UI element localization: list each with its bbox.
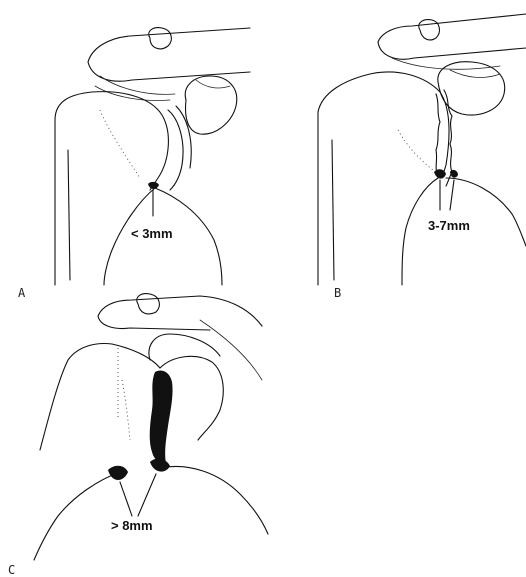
panel-a: < 3mm A	[18, 28, 250, 300]
panel-c-measurement: > 8mm	[111, 518, 153, 533]
panel-c: > 8mm C	[8, 294, 268, 577]
panel-c-clavicle	[98, 296, 262, 330]
panel-b: 3-7mm B	[318, 14, 526, 300]
panel-c-acromion	[137, 294, 160, 314]
panel-b-glenoid	[446, 178, 526, 246]
panel-b-acromion	[419, 20, 440, 40]
panel-b-coracoid	[438, 62, 505, 115]
panel-c-coracoid	[149, 334, 220, 360]
panel-a-clavicle	[88, 28, 250, 81]
panel-c-glenoid	[160, 466, 268, 534]
panel-b-measurement: 3-7mm	[428, 218, 470, 233]
panel-a-label: A	[18, 286, 26, 300]
panel-c-label: C	[8, 563, 15, 577]
panel-b-humeral-head	[318, 72, 449, 285]
panel-a-measurement: < 3mm	[131, 226, 173, 241]
panel-a-coracoid	[185, 76, 237, 134]
panel-b-label: B	[334, 286, 341, 300]
panel-a-acromion	[149, 28, 172, 49]
panel-c-humeral-head	[40, 344, 160, 450]
panel-c-joint-space	[150, 370, 173, 464]
panel-b-clavicle	[378, 14, 526, 59]
